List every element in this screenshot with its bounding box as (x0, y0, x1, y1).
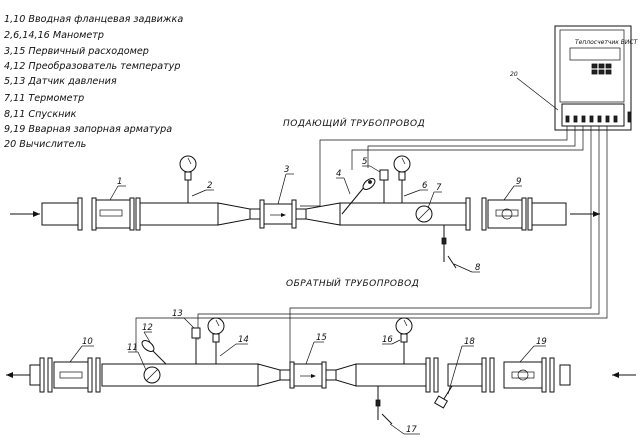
callout-label: 18 (464, 337, 475, 347)
return-flowmeter (293, 363, 323, 387)
callout-label: 1 (117, 177, 122, 187)
callout-label: 10 (82, 337, 93, 347)
return-pipeline: 10 11 12 13 14 15 16 17 18 19 (6, 309, 636, 435)
callout-label: 16 (382, 335, 393, 345)
callout-label: 11 (127, 343, 138, 353)
legend-item: 2,6,14,16 Манометр (4, 30, 104, 41)
callout-label: 5 (362, 157, 367, 167)
calculator-housing (554, 25, 632, 131)
legend-item: 4,12 Преобразователь температур (4, 60, 180, 72)
return-pipeline-label: ОБРАТНЫЙ ТРУБОПРОВОД (286, 277, 419, 289)
return-manometer-16-icon (395, 317, 413, 364)
legend-item: 9,19 Вварная запорная арматура (4, 124, 172, 135)
callout-label: 12 (142, 323, 153, 333)
calculator-keypad (591, 63, 612, 75)
supply-pressure-sensor-icon (379, 169, 389, 203)
legend-item: 8,11 Спускник (4, 109, 77, 120)
return-manometer-14-icon (207, 317, 225, 364)
supply-manometer-2-icon (179, 155, 197, 203)
callout-label: 3 (284, 165, 289, 175)
supply-flowmeter (263, 203, 293, 225)
return-temperature-transducer-icon (141, 340, 167, 365)
callout-label: 6 (422, 181, 428, 191)
supply-gate-valve-body (95, 199, 131, 229)
legend-item: 7,11 Термометр (4, 93, 84, 104)
legend-item: 1,10 Вводная фланцевая задвижка (4, 14, 183, 25)
callout-label: 4 (336, 169, 341, 179)
return-thermometer-icon (143, 366, 161, 384)
supply-shutoff-valve (487, 199, 523, 229)
signal-cables (135, 126, 608, 362)
legend-item: 3,15 Первичный расходомер (4, 46, 149, 57)
legend-item: 5,13 Датчик давления (4, 76, 117, 87)
callout-label: 2 (207, 181, 212, 191)
legend-item: 20 Вычислитель (4, 139, 86, 150)
calculator-panel (559, 29, 625, 103)
callout-label: 15 (316, 333, 327, 343)
supply-temperature-transducer-icon (341, 178, 376, 215)
callouts-return: 10 11 12 13 14 15 16 17 18 19 (69, 309, 547, 435)
return-shutoff-valve (503, 361, 543, 389)
calculator-display (569, 47, 621, 61)
callout-leader (516, 77, 559, 111)
flow-arrow-icon (593, 211, 600, 217)
supply-drain-valve-icon (441, 225, 457, 269)
calculator-label: Теплосчетчик ВИСТ (575, 39, 639, 46)
supply-manometer-6-icon (393, 155, 411, 203)
calculator-terminal-box (561, 103, 625, 127)
supply-pipeline-label: ПОДАЮЩИЙ ТРУБОПРОВОД (283, 117, 425, 129)
flow-arrow-icon (612, 372, 619, 378)
callout-label: 8 (475, 263, 481, 273)
callout-label: 19 (536, 337, 547, 347)
return-drain-valve-icon (375, 386, 393, 425)
callout-label: 14 (238, 335, 249, 345)
callout-label: 20 (510, 71, 518, 78)
callout-label: 7 (436, 183, 442, 193)
callouts-supply: 1 2 3 4 5 6 7 8 9 (109, 157, 522, 273)
return-strainer-icon (433, 385, 453, 409)
flow-arrow-icon (6, 372, 13, 378)
legend: 1,10 Вводная фланцевая задвижка 2,6,14,1… (4, 14, 183, 150)
heat-calculator: Теплосчетчик ВИСТ 20 (510, 25, 639, 131)
return-pressure-sensor-icon (191, 327, 201, 364)
supply-thermometer-icon (415, 205, 433, 223)
flow-arrow-icon (33, 211, 40, 217)
supply-pipeline: 1 2 3 4 5 6 7 8 9 (10, 155, 600, 273)
callout-label: 17 (406, 425, 417, 435)
callout-label: 13 (172, 309, 183, 319)
callout-label: 9 (516, 177, 521, 187)
return-gate-valve-body (53, 361, 89, 389)
calculator-terminals (565, 111, 632, 123)
